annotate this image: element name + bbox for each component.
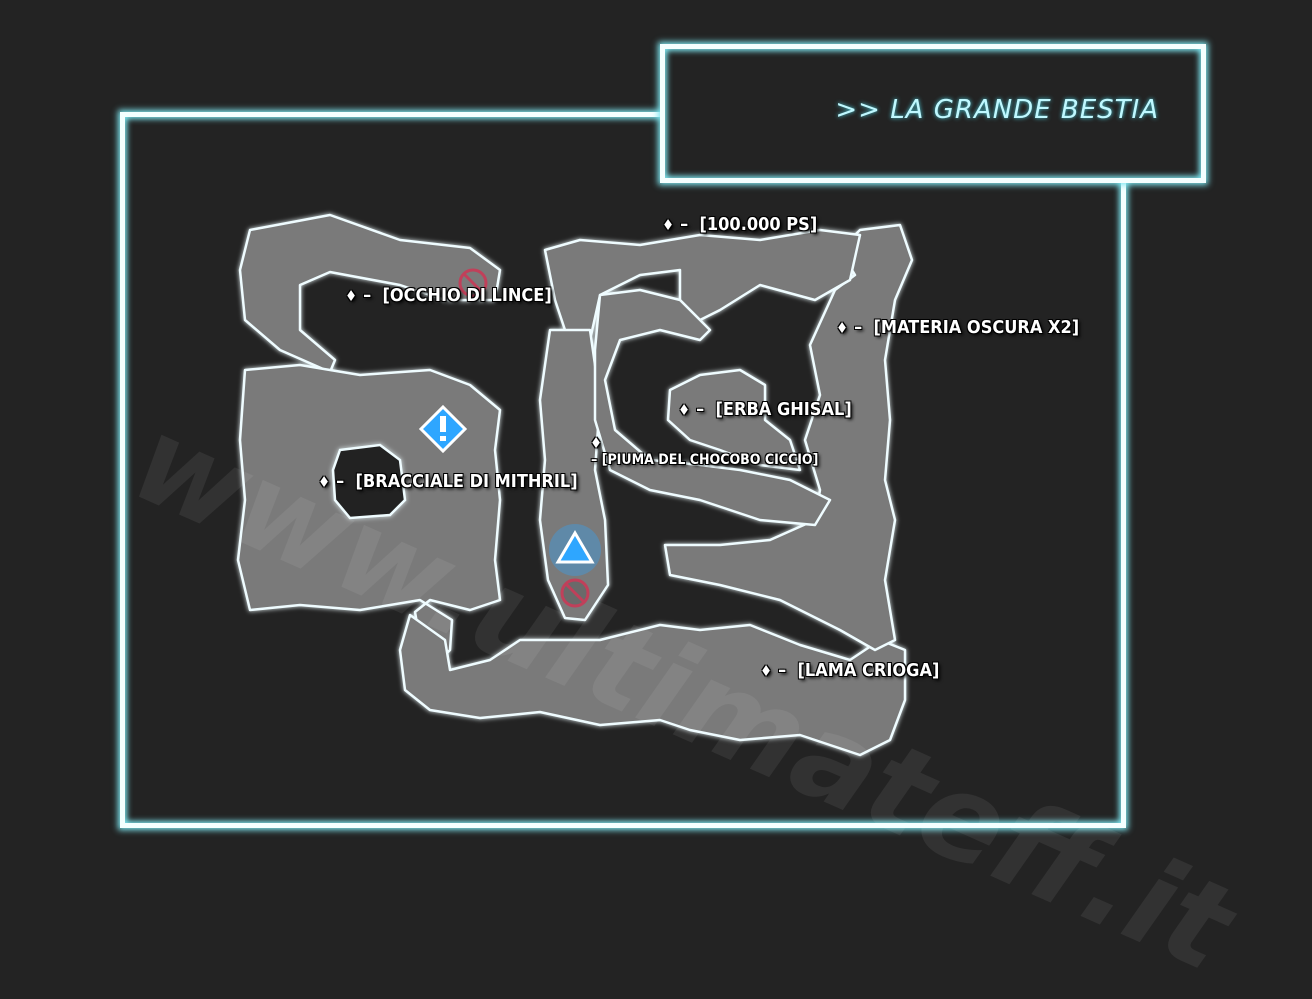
floor-bottom-corridor [398, 613, 907, 757]
diamond-marker-icon: ♦ [678, 401, 691, 419]
diamond-marker-icon: ♦ [318, 473, 331, 491]
no-entry-icon [458, 268, 488, 298]
floor-inner-loop [593, 288, 832, 527]
no-entry-icon [560, 578, 590, 608]
diamond-marker-icon: ♦ [590, 434, 603, 452]
loot-label-piuma-del-chocobo: – [PIUMA DEL CHOCOBO CICCIO] [591, 452, 819, 468]
loot-marker-piuma: ♦ [590, 432, 608, 453]
map-title: >> LA GRANDE BESTIA [835, 95, 1159, 125]
loot-label-bracciale-di-mithril: ♦– [BRACCIALE DI MITHRIL] [318, 471, 578, 492]
diamond-marker-icon: ♦ [760, 662, 773, 680]
diamond-marker-icon: ♦ [836, 319, 849, 337]
floor-top-left-hook [238, 213, 502, 374]
floor-ghisal-room [666, 368, 802, 472]
diamond-marker-icon: ♦ [662, 216, 675, 234]
loot-label-lama-crioga: ♦– [LAMA CRIOGA] [760, 660, 940, 681]
loot-label-erba-ghisal: ♦– [ERBA GHISAL] [678, 399, 852, 420]
title-box: >> LA GRANDE BESTIA [660, 44, 1206, 183]
hole-left-room [331, 443, 407, 520]
dungeon-map [236, 213, 914, 757]
loot-label-occhio-di-lince: ♦– [OCCHIO DI LINCE] [345, 285, 552, 306]
floor-top-corridor [543, 228, 862, 347]
diamond-marker-icon: ♦ [345, 287, 358, 305]
loot-label-materia-oscura: ♦– [MATERIA OSCURA X2] [836, 317, 1080, 338]
loot-label-100000-ps: ♦– [100.000 PS] [662, 214, 818, 235]
start-triangle-icon [549, 524, 601, 576]
exclamation-diamond-icon [418, 404, 468, 454]
